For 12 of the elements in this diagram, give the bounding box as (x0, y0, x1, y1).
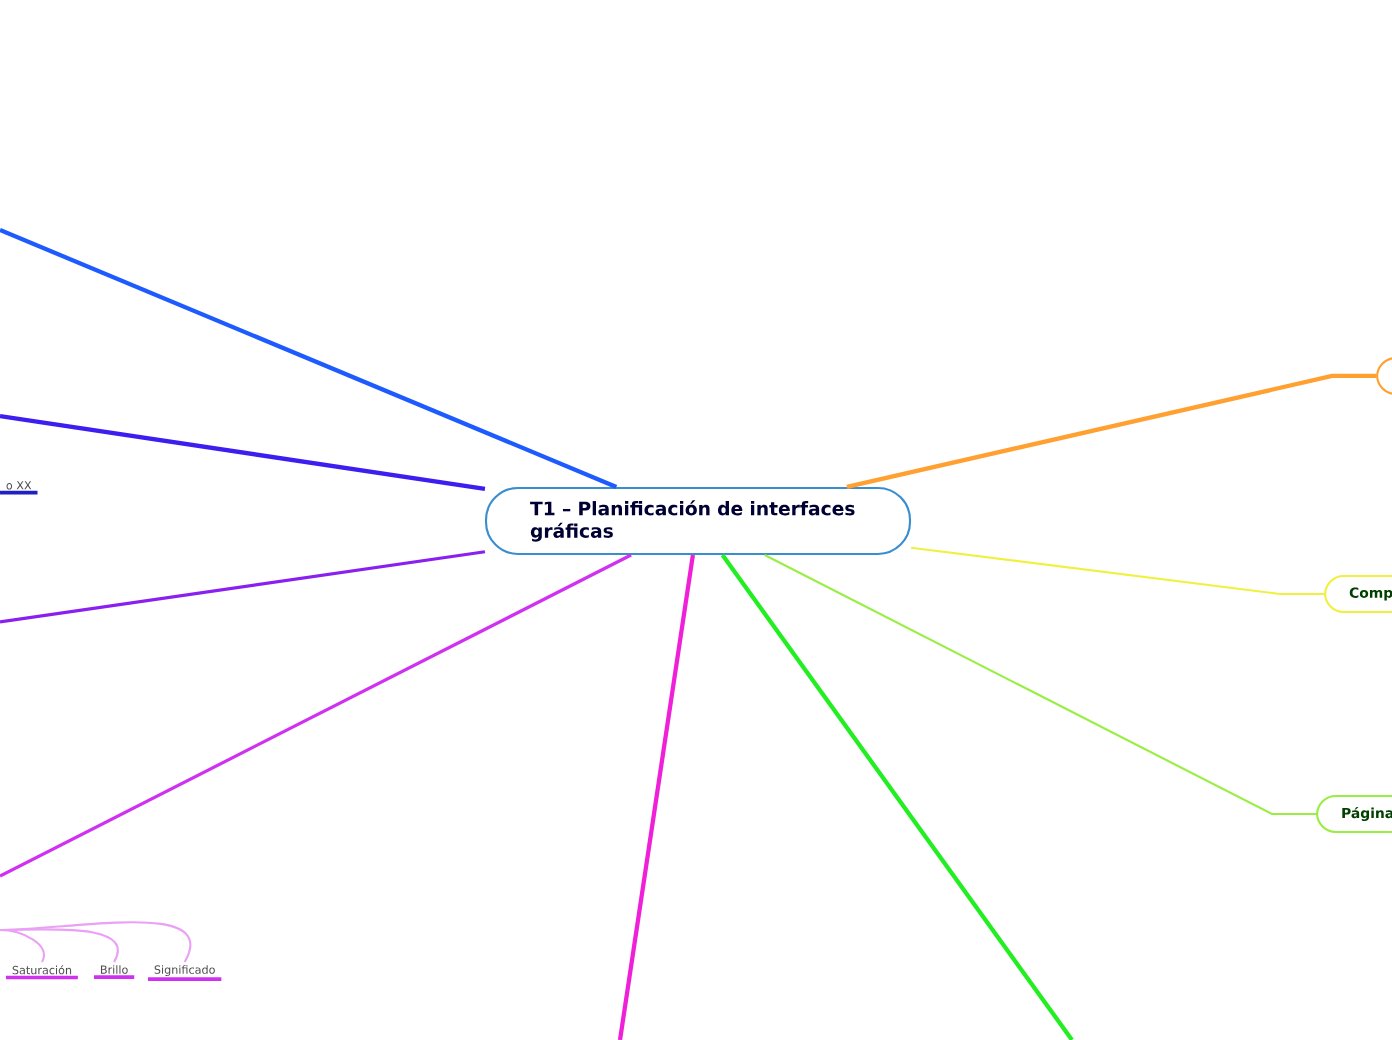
branch-line (0, 413, 486, 492)
branch-line (0, 553, 632, 878)
branch-line (720, 553, 1074, 1040)
topic-box: T1 – Planificación de interfaces gráficas (484, 486, 912, 556)
topic-box (1376, 356, 1392, 396)
branch-line (764, 554, 1316, 816)
branch-line (846, 373, 1376, 489)
branch-line (0, 228, 618, 489)
branch-line (0, 921, 192, 963)
branch-line (617, 554, 695, 1040)
branch-line (910, 546, 1324, 596)
branch-line (0, 550, 486, 624)
